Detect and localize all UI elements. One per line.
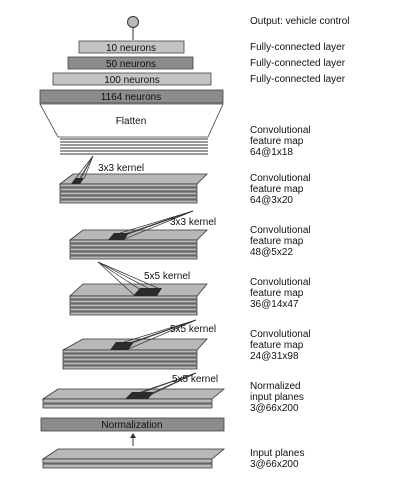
conv1-feature-map [62, 338, 208, 370]
fc-bar-100: 100 neurons [52, 72, 212, 86]
fc10-layer-label: Fully-connected layer [250, 42, 346, 53]
conv3-feature-map [68, 229, 208, 260]
input-layer-label: Input planes 3@66x200 [250, 448, 305, 470]
fc100-layer-label: Fully-connected layer [250, 74, 346, 85]
kernel-lines-4 [71, 155, 94, 185]
kernel-label-4: 3x3 kernel [98, 163, 144, 174]
conv1-layer-label: Convolutional feature map 24@31x98 [250, 329, 311, 362]
conv1-kernel-patch [110, 342, 134, 350]
conv2-layer-label: Convolutional feature map 36@14x47 [250, 277, 311, 310]
fc-bar-1164-label: 1164 neurons [101, 92, 161, 103]
kernel-lines-3 [109, 210, 194, 241]
conv4-layer-label: Convolutional feature map 64@3x20 [250, 173, 311, 206]
fc-bar-10-label: 10 neurons [106, 43, 156, 54]
kernel-lines-1 [111, 319, 197, 351]
input-planes [41, 448, 226, 469]
flatten-label: Flatten [116, 116, 147, 127]
normalized-planes [41, 388, 226, 409]
fc-bar-50: 50 neurons [67, 56, 194, 70]
fc-bar-10: 10 neurons [78, 40, 185, 54]
conv3-layer-label: Convolutional feature map 48@5x22 [250, 225, 311, 258]
up-arrow-icon [130, 433, 136, 446]
kernel-label-3: 3x3 kernel [170, 217, 216, 228]
fc50-layer-label: Fully-connected layer [250, 58, 346, 69]
kernel-lines-0 [126, 372, 197, 400]
conv5-layer-label: Convolutional feature map 64@1x18 [250, 125, 311, 158]
fc-bar-100-label: 100 neurons [104, 75, 160, 86]
conv2-feature-map [68, 283, 208, 316]
flatten-block: Flatten [39, 103, 224, 138]
conv4-feature-map [58, 173, 208, 204]
normalization-bar: Normalization [40, 417, 225, 432]
kernel-label-1: 5x5 kernel [170, 324, 216, 335]
fc-bar-50-label: 50 neurons [106, 59, 156, 70]
conv5-feature-map [60, 138, 208, 155]
fc-bar-1164: 1164 neurons [39, 89, 224, 104]
output-node [127, 16, 139, 28]
kernel-label-0: 5x5 kernel [172, 374, 218, 385]
output-label: Output: vehicle control [250, 16, 350, 27]
normalized-layer-label: Normalized input planes 3@66x200 [250, 381, 304, 414]
normalized-kernel-patch [125, 392, 154, 399]
kernel-label-2: 5x5 kernel [144, 271, 190, 282]
normalization-label: Normalization [101, 420, 162, 431]
kernel-lines-2 [97, 261, 161, 297]
